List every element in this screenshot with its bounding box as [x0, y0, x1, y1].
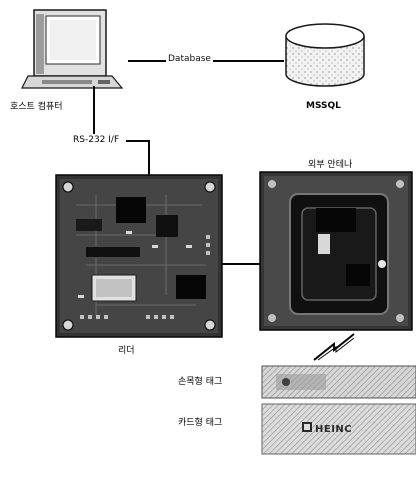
rs232-connector-upper — [93, 86, 95, 134]
wrist-tag-label: 손목형 태그 — [178, 377, 222, 388]
database-link-label: Database — [166, 54, 213, 65]
rf-signal-icon — [312, 332, 356, 362]
external-antenna-label: 외부 안테나 — [308, 160, 352, 171]
external-antenna-icon — [260, 172, 412, 330]
rs232-connector-lower — [148, 140, 150, 176]
wrist-tag-icon — [262, 366, 416, 398]
rs232-connector-horizontal — [126, 140, 150, 142]
host-computer-label: 호스트 컴퓨터 — [10, 102, 63, 113]
mssql-label: MSSQL — [306, 101, 341, 112]
reader-board-icon — [56, 175, 222, 337]
host-computer-icon — [22, 6, 132, 98]
antenna-connector — [222, 263, 264, 265]
database-cylinder-icon — [280, 22, 370, 92]
card-tag-label: 카드형 태그 — [178, 418, 222, 429]
rs232-label: RS-232 I/F — [73, 135, 119, 146]
card-brand-logo: HEINC — [315, 424, 352, 435]
reader-label: 리더 — [118, 346, 135, 357]
